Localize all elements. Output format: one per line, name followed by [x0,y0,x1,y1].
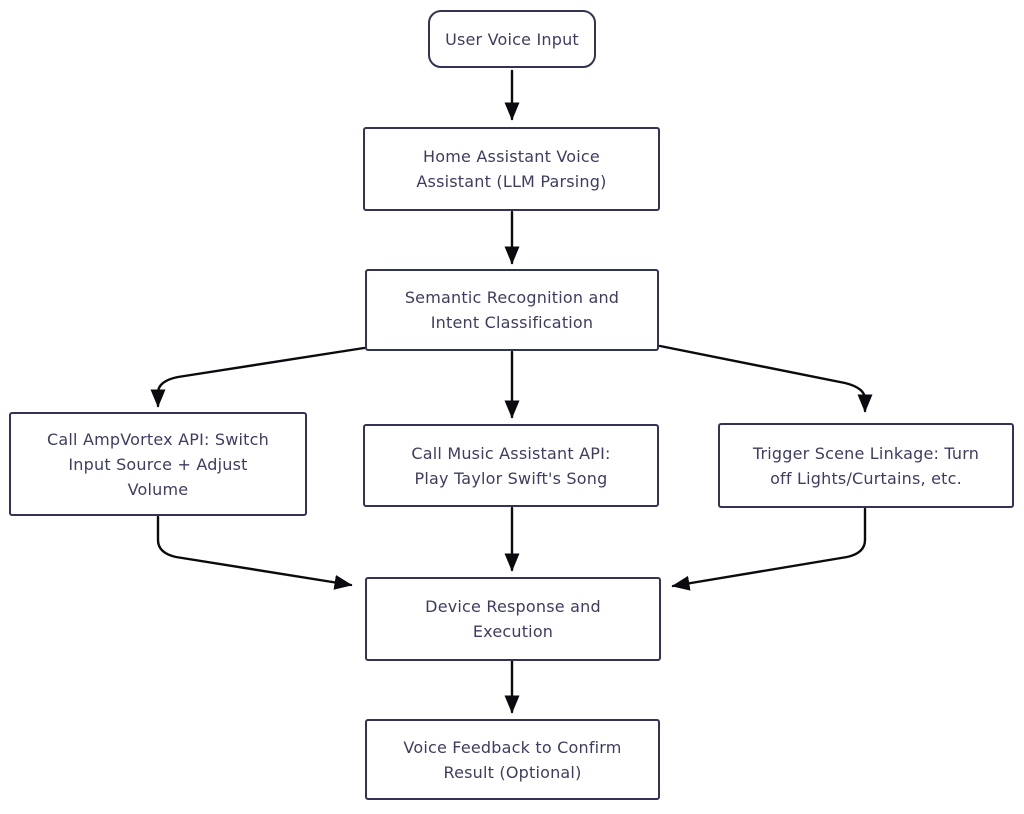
node-voice-feedback-label: Voice Feedback to Confirm Result (Option… [403,737,622,782]
node-device-response: Device Response and Execution [365,577,661,661]
node-ampvortex-api-label: Call AmpVortex API: Switch Input Source … [47,429,269,499]
node-device-response-label: Device Response and Execution [425,597,601,641]
edge-semantic-to-scene [658,344,873,413]
node-user-voice-input: User Voice Input [428,10,596,68]
node-ampvortex-api: Call AmpVortex API: Switch Input Source … [9,412,307,516]
edge-ampvortex-to-device [156,515,353,590]
node-music-assistant-api-label: Call Music Assistant API: Play Taylor Sw… [411,443,611,488]
node-scene-linkage-label: Trigger Scene Linkage: Turn off Lights/C… [752,443,980,488]
node-semantic-recognition: Semantic Recognition and Intent Classifi… [365,269,659,351]
node-home-assistant: Home Assistant Voice Assistant (LLM Pars… [363,127,660,211]
edge-semantic-to-ampvortex [150,346,366,408]
node-scene-linkage: Trigger Scene Linkage: Turn off Lights/C… [718,423,1014,508]
edge-scene-to-device [671,507,867,591]
node-home-assistant-label: Home Assistant Voice Assistant (LLM Pars… [416,147,607,191]
node-user-voice-input-label: User Voice Input [445,29,579,49]
node-semantic-recognition-label: Semantic Recognition and Intent Classifi… [404,288,620,332]
node-music-assistant-api: Call Music Assistant API: Play Taylor Sw… [363,424,659,507]
node-voice-feedback: Voice Feedback to Confirm Result (Option… [365,719,660,800]
